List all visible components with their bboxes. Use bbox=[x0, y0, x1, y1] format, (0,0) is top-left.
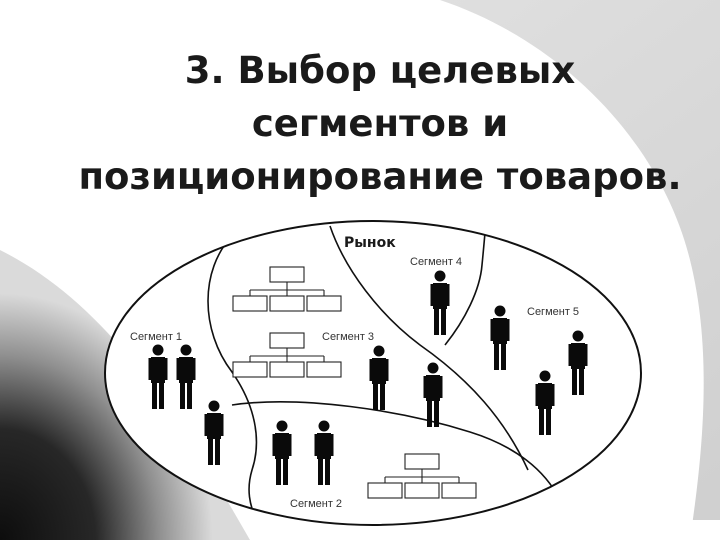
boundary-segment-1 bbox=[207, 235, 258, 521]
title-line-2: сегментов и bbox=[251, 102, 509, 145]
title-line-1: 3. Выбор целевых bbox=[184, 49, 576, 92]
segment-label-3: Сегмент 3 bbox=[322, 331, 374, 343]
corner-patch bbox=[652, 520, 720, 540]
segment-label-4: Сегмент 4 bbox=[410, 256, 462, 268]
page-title: 3. Выбор целевых сегментов и позициониро… bbox=[0, 44, 720, 203]
segment-label-5: Сегмент 5 bbox=[527, 306, 579, 318]
boundary-segment-2 bbox=[231, 401, 561, 501]
segment-label-1: Сегмент 1 bbox=[130, 331, 182, 343]
boundary-segment-3 bbox=[329, 225, 529, 471]
market-label: Рынок bbox=[344, 235, 396, 251]
title-line-3: позиционирование товаров. bbox=[78, 155, 682, 198]
segment-label-2: Сегмент 2 bbox=[290, 498, 342, 510]
